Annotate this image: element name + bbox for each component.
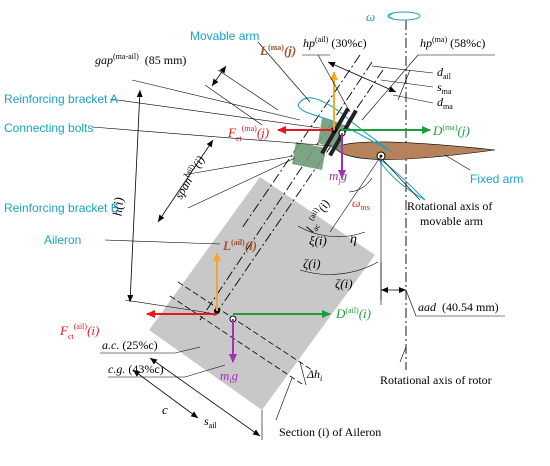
omega-ms-label: ωms bbox=[352, 196, 370, 212]
movable-arm-airfoil bbox=[297, 97, 393, 153]
s-ma-ext bbox=[380, 79, 434, 88]
aad-leader bbox=[405, 289, 417, 317]
connecting-bolts-leader bbox=[91, 126, 333, 147]
aad-label: aad(40.54 mm) bbox=[418, 300, 499, 314]
eta-line bbox=[329, 155, 382, 233]
aileron-body bbox=[149, 177, 375, 410]
rot-axis-rotor-leader bbox=[399, 346, 407, 363]
d-ma-label: dma bbox=[437, 95, 453, 111]
zeta-upper-label: ζ(i) bbox=[303, 256, 321, 271]
h-i-label: h(i) bbox=[110, 197, 127, 217]
h-ext-top bbox=[131, 79, 301, 121]
gap-label: gap(ma-ail)(85 mm) bbox=[95, 52, 186, 67]
hp-ma-label: hp(ma) (58%c) bbox=[420, 35, 485, 50]
connecting-bolts-label: Connecting bolts bbox=[4, 121, 93, 135]
zeta-arc bbox=[299, 261, 379, 275]
reinforcing-b-leader bbox=[187, 157, 296, 209]
d-stack-dim bbox=[397, 69, 411, 101]
rot-axis-rotor-label: Rotational axis of rotor bbox=[380, 373, 492, 387]
L-ma-label: L(ma)(j) bbox=[259, 43, 296, 58]
movable-arm-axis bbox=[241, 54, 361, 229]
section-aileron-label: Section (i) of Aileron bbox=[279, 425, 381, 439]
F-ail-label: Fct(ail)(i) bbox=[59, 322, 99, 341]
span-ext-top bbox=[182, 155, 294, 176]
rot-axis-movable-leader bbox=[382, 159, 421, 201]
mig-label: mig bbox=[220, 368, 239, 385]
rot-axis-movable-label-2: movable arm bbox=[420, 214, 484, 228]
gap-dim bbox=[211, 65, 227, 87]
omega-rotation-icon bbox=[387, 11, 421, 21]
eta-label: η bbox=[350, 232, 357, 247]
delta-h-ticks bbox=[299, 361, 307, 386]
span-label: span(ail)(i) bbox=[171, 153, 208, 201]
omega-ms-arc bbox=[348, 177, 373, 193]
L-ail-label: L(ail)(i) bbox=[222, 238, 257, 253]
fixed-arm-label: Fixed arm bbox=[470, 172, 523, 186]
D-ail-label: D(ail)(i) bbox=[335, 306, 371, 321]
movable-arm-label: Movable arm bbox=[190, 29, 259, 43]
d-ma-ext bbox=[392, 94, 434, 104]
reinforcing-a-leader bbox=[109, 98, 321, 129]
span-dim bbox=[157, 139, 214, 223]
reinforcing-bracket-b bbox=[292, 142, 326, 170]
h-dim bbox=[127, 89, 143, 303]
D-ma-label: D(ma)(j) bbox=[432, 123, 470, 138]
F-ma-label: Fct(ma)(j) bbox=[227, 124, 269, 143]
reinforcing-bracket-b-label: Reinforcing bracket B bbox=[4, 201, 119, 215]
zeta-lower-label: ζ(i) bbox=[335, 276, 353, 291]
s-ma-label: sma bbox=[437, 80, 452, 96]
rot-axis-movable-label-1: Rotational axis of bbox=[407, 199, 492, 213]
fixed-arm-section-outline bbox=[377, 157, 426, 201]
ac-leader bbox=[174, 346, 201, 354]
reinforcing-bracket-a-label: Reinforcing bracket A bbox=[4, 92, 118, 106]
delta-h-label: Δhi bbox=[306, 367, 322, 383]
omega-label: ω bbox=[366, 9, 375, 24]
cg-label: c.g. (43%c) bbox=[108, 362, 164, 376]
gap-ext-1 bbox=[217, 69, 279, 111]
ac-label: a.c. (25%c) bbox=[102, 338, 158, 352]
aileron-axis-line bbox=[199, 61, 373, 321]
aileron-label: Aileron bbox=[44, 233, 81, 247]
h-ext-bottom bbox=[124, 299, 211, 314]
hp-ail-label: hp(ail) (30%c) bbox=[303, 35, 367, 50]
fixed-arm-airfoil bbox=[334, 141, 496, 160]
xi-arc bbox=[297, 225, 366, 238]
movable-arm-leader bbox=[257, 41, 311, 103]
d-ail-ext bbox=[371, 65, 434, 74]
c-label: c bbox=[162, 402, 168, 417]
fixed-arm-leader bbox=[444, 154, 471, 171]
mjg-label: mjg bbox=[329, 168, 348, 185]
s-ail-label: sail bbox=[204, 414, 217, 430]
xi-label: ξ(i) bbox=[309, 233, 327, 248]
d-ail-label: dail bbox=[437, 65, 452, 81]
section-leader bbox=[275, 377, 293, 421]
s-ail-dim bbox=[149, 357, 261, 437]
hp-dim bbox=[327, 61, 397, 93]
gap-ext-2 bbox=[204, 84, 263, 126]
aileron-leader bbox=[104, 239, 221, 245]
